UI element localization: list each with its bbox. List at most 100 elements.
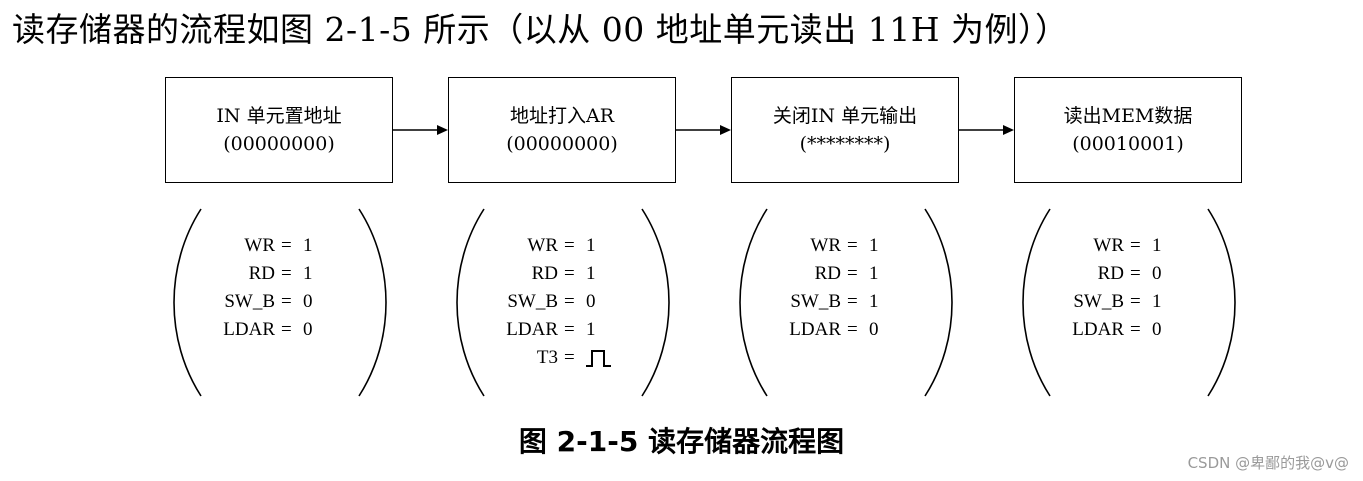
right-paren-icon: [358, 208, 387, 397]
signal-equals: =: [564, 291, 575, 312]
signal-row: LDAR = 0: [165, 316, 395, 344]
page-heading: 读存储器的流程如图 2-1-5 所示（以从 00 地址单元读出 11H 为例））: [12, 10, 1069, 49]
signal-row: SW_B = 0: [165, 288, 395, 316]
signal-name: LDAR: [1072, 319, 1124, 340]
signal-equals: =: [564, 347, 575, 368]
signal-group-2: WR = 1 RD = 1 SW_B = 0 LDAR = 1 T3 =: [448, 205, 678, 400]
left-paren-icon: [1022, 208, 1051, 397]
figure-caption: 图 2-1-5 读存储器流程图: [518, 425, 845, 458]
signal-row: LDAR = 0: [731, 316, 961, 344]
signal-equals: =: [564, 235, 575, 256]
signal-equals: =: [847, 263, 858, 284]
step-value: (00000000): [506, 133, 618, 155]
step-box-2: 地址打入AR (00000000): [448, 77, 676, 183]
signal-name: LDAR: [223, 319, 275, 340]
signal-row: RD = 0: [1014, 260, 1244, 288]
signal-name: WR: [1093, 235, 1124, 256]
signal-equals: =: [281, 291, 292, 312]
signal-value: 0: [1152, 263, 1162, 284]
signal-list: WR = 1 RD = 1 SW_B = 0 LDAR = 1 T3 =: [448, 232, 678, 372]
signal-value: 1: [1152, 235, 1162, 256]
signal-row: LDAR = 0: [1014, 316, 1244, 344]
signal-name: SW_B: [224, 291, 275, 312]
signal-equals: =: [1130, 319, 1141, 340]
signal-name: SW_B: [507, 291, 558, 312]
signal-row: SW_B = 0: [448, 288, 678, 316]
left-paren-icon: [173, 208, 202, 397]
signal-name: SW_B: [1073, 291, 1124, 312]
flow-arrow-icon: [959, 125, 1014, 135]
right-paren-icon: [924, 208, 953, 397]
signal-name: RD: [531, 263, 558, 284]
signal-list: WR = 1 RD = 1 SW_B = 0 LDAR = 0: [165, 232, 395, 344]
signal-list: WR = 1 RD = 0 SW_B = 1 LDAR = 0: [1014, 232, 1244, 344]
signal-row: RD = 1: [165, 260, 395, 288]
signal-group-1: WR = 1 RD = 1 SW_B = 0 LDAR = 0: [165, 205, 395, 400]
signal-equals: =: [281, 263, 292, 284]
signal-equals: =: [847, 319, 858, 340]
signal-row: SW_B = 1: [731, 288, 961, 316]
signal-value: 1: [869, 291, 879, 312]
signal-list: WR = 1 RD = 1 SW_B = 1 LDAR = 0: [731, 232, 961, 344]
step-box-4: 读出MEM数据 (00010001): [1014, 77, 1242, 183]
signal-equals: =: [564, 263, 575, 284]
signal-equals: =: [1130, 235, 1141, 256]
watermark: CSDN @卑鄙的我@v@: [1187, 454, 1349, 472]
signal-row: WR = 1: [1014, 232, 1244, 260]
pulse-icon: [586, 350, 611, 367]
signal-equals: =: [1130, 263, 1141, 284]
step-title: IN 单元置地址: [216, 105, 342, 127]
signal-equals: =: [1130, 291, 1141, 312]
step-title: 地址打入AR: [509, 105, 615, 127]
signal-name: LDAR: [506, 319, 558, 340]
flow-arrow-icon: [393, 125, 448, 135]
signal-value: 1: [586, 235, 596, 256]
signal-name: LDAR: [789, 319, 841, 340]
signal-row: WR = 1: [731, 232, 961, 260]
signal-row: WR = 1: [448, 232, 678, 260]
signal-name: WR: [527, 235, 558, 256]
signal-name: WR: [244, 235, 275, 256]
step-box-1: IN 单元置地址 (00000000): [165, 77, 393, 183]
step-box-3: 关闭IN 单元输出 (********): [731, 77, 959, 183]
signal-row: T3 =: [448, 344, 678, 372]
signal-name: T3: [536, 347, 558, 368]
signal-name: RD: [1097, 263, 1124, 284]
signal-name: RD: [814, 263, 841, 284]
left-paren-icon: [739, 208, 768, 397]
signal-equals: =: [847, 291, 858, 312]
signal-value: 0: [586, 291, 596, 312]
signal-group-3: WR = 1 RD = 1 SW_B = 1 LDAR = 0: [731, 205, 961, 400]
signal-row: SW_B = 1: [1014, 288, 1244, 316]
signal-name: WR: [810, 235, 841, 256]
step-value: (********): [799, 133, 891, 155]
step-value: (00000000): [223, 133, 335, 155]
signal-value: 1: [869, 235, 879, 256]
signal-value: 0: [1152, 319, 1162, 340]
signal-value: 1: [303, 235, 313, 256]
signal-name: SW_B: [790, 291, 841, 312]
signal-row: LDAR = 1: [448, 316, 678, 344]
signal-value: 0: [869, 319, 879, 340]
signal-value: 1: [869, 263, 879, 284]
signal-equals: =: [564, 319, 575, 340]
signal-name: RD: [248, 263, 275, 284]
left-paren-icon: [456, 208, 485, 397]
step-value: (00010001): [1072, 133, 1184, 155]
signal-row: WR = 1: [165, 232, 395, 260]
signal-equals: =: [281, 319, 292, 340]
signal-value: 1: [586, 263, 596, 284]
right-paren-icon: [641, 208, 670, 397]
signal-equals: =: [847, 235, 858, 256]
right-paren-icon: [1207, 208, 1236, 397]
signal-value: 1: [1152, 291, 1162, 312]
signal-value: 0: [303, 291, 313, 312]
signal-value: 1: [303, 263, 313, 284]
step-title: 读出MEM数据: [1063, 105, 1193, 127]
flow-arrow-icon: [676, 125, 731, 135]
signal-value: 1: [586, 319, 596, 340]
signal-equals: =: [281, 235, 292, 256]
signal-row: RD = 1: [731, 260, 961, 288]
signal-group-4: WR = 1 RD = 0 SW_B = 1 LDAR = 0: [1014, 205, 1244, 400]
signal-value: 0: [303, 319, 313, 340]
